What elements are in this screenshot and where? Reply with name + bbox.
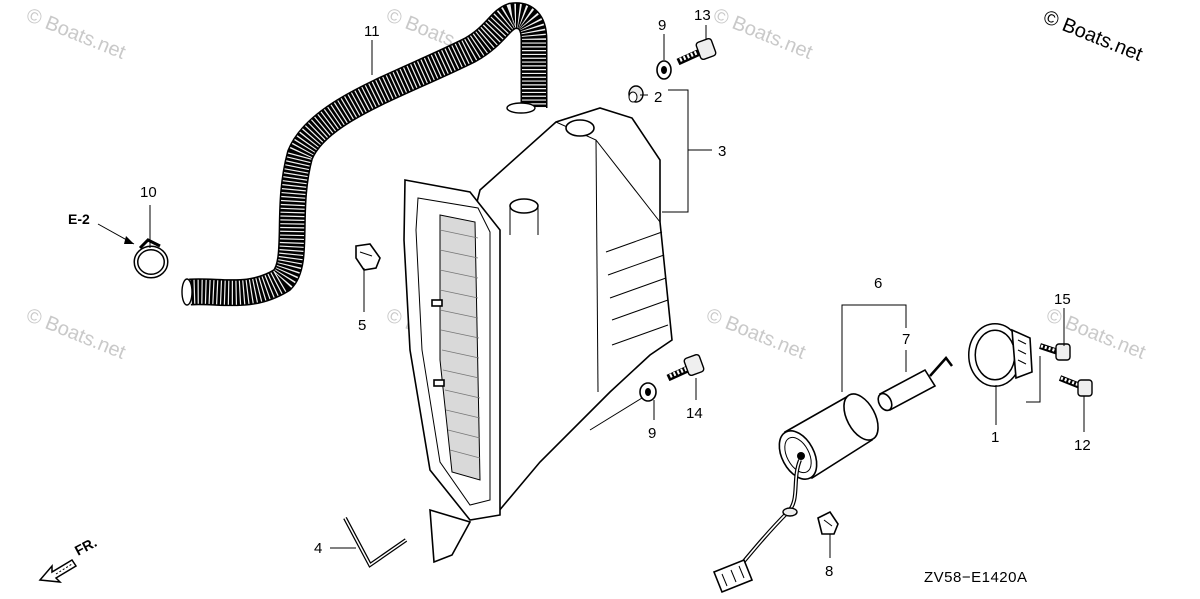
callout-9-top[interactable]: 9 bbox=[658, 17, 666, 34]
grommet-part bbox=[628, 85, 644, 103]
breather-hose-part bbox=[181, 2, 548, 307]
callout-4[interactable]: 4 bbox=[314, 540, 322, 557]
screw-upper-part bbox=[1039, 343, 1071, 361]
callout-5[interactable]: 5 bbox=[358, 317, 366, 334]
direction-label: FR. bbox=[72, 534, 99, 559]
band-part bbox=[968, 323, 1033, 387]
washer-top-part bbox=[656, 60, 672, 80]
callout-11[interactable]: 11 bbox=[364, 23, 380, 40]
watermark: © Boats.net bbox=[710, 4, 816, 64]
diagram-code: ZV58−E1420A bbox=[924, 569, 1028, 586]
callout-10[interactable]: 10 bbox=[140, 184, 157, 201]
watermark: © Boats.net bbox=[23, 304, 129, 364]
bolt-top-part bbox=[676, 37, 717, 66]
callout-6[interactable]: 6 bbox=[874, 275, 882, 292]
callout-2[interactable]: 2 bbox=[654, 89, 662, 106]
callout-13[interactable]: 13 bbox=[694, 7, 711, 24]
leader-lines bbox=[97, 25, 1085, 558]
air-cleaner-case-part bbox=[403, 107, 673, 564]
hose-clamp-part bbox=[133, 238, 169, 279]
callout-1[interactable]: 1 bbox=[991, 429, 999, 446]
screw-lower-part bbox=[1058, 375, 1093, 397]
washer-bottom-part bbox=[639, 382, 657, 402]
watermark: © Boats.net bbox=[703, 304, 809, 364]
callout-12[interactable]: 12 bbox=[1074, 437, 1091, 454]
copyright-text: © Boats.net bbox=[1040, 6, 1146, 66]
wire-clip-part bbox=[343, 517, 408, 568]
condenser-part bbox=[712, 393, 879, 594]
callout-9-bottom[interactable]: 9 bbox=[648, 425, 656, 442]
callout-7[interactable]: 7 bbox=[902, 331, 910, 348]
callout-3[interactable]: 3 bbox=[718, 143, 726, 160]
watermark: © Boats.net bbox=[23, 4, 129, 64]
callout-15[interactable]: 15 bbox=[1054, 291, 1071, 308]
bolt-bottom-part bbox=[666, 353, 705, 382]
reference-e2[interactable]: E-2 bbox=[68, 211, 90, 227]
callout-14[interactable]: 14 bbox=[686, 405, 703, 422]
clip-part bbox=[355, 243, 381, 271]
small-clip-part bbox=[817, 510, 839, 535]
front-direction-arrow-icon bbox=[38, 558, 78, 583]
condenser-core-part bbox=[877, 356, 953, 412]
callout-8[interactable]: 8 bbox=[825, 563, 833, 580]
